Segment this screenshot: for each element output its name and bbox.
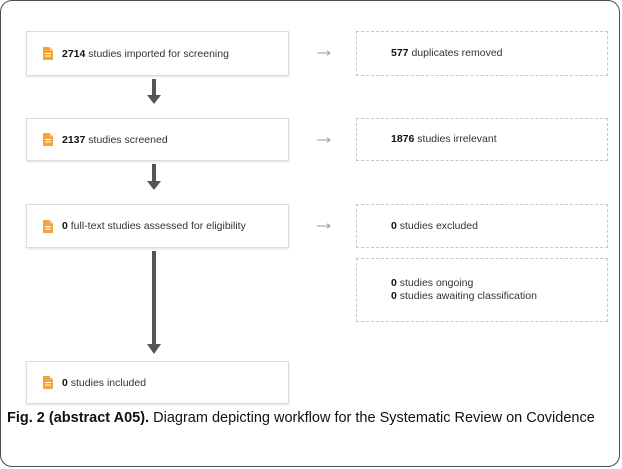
step-screened-count: 2137	[62, 133, 86, 146]
document-icon	[43, 219, 53, 233]
step-imported-label: studies imported for screening	[88, 47, 229, 60]
document-icon	[43, 376, 53, 389]
step-fulltext-box: 0 full-text studies assessed for eligibi…	[26, 204, 289, 248]
outcome-irrelevant-count: 1876	[391, 133, 415, 145]
arrow-right-icon	[317, 50, 331, 56]
outcome-duplicates-label: duplicates removed	[411, 47, 503, 59]
document-icon	[43, 133, 53, 146]
outcome-excluded-label: studies excluded	[399, 219, 478, 232]
outcome-ongoing-count: 0	[391, 277, 397, 289]
outcome-irrelevant-label: studies irrelevant	[417, 133, 497, 145]
caption-text: Diagram depicting workflow for the Syste…	[149, 410, 595, 426]
outcome-awaiting-label: studies awaiting classification	[399, 290, 537, 302]
step-screened-label: studies screened	[88, 133, 168, 146]
step-screened-box: 2137 studies screened	[26, 118, 289, 161]
arrow-down-icon	[147, 164, 161, 190]
outcome-irrelevant-box: 1876 studies irrelevant	[356, 118, 608, 161]
arrow-right-icon	[317, 223, 331, 229]
step-imported-count: 2714	[62, 47, 86, 60]
figure-caption: Fig. 2 (abstract A05). Diagram depicting…	[7, 409, 607, 428]
arrow-down-icon	[147, 79, 161, 104]
step-fulltext-count: 0	[62, 220, 68, 232]
step-fulltext-label: full-text studies assessed for eligibili…	[70, 220, 246, 232]
step-imported-box: 2714 studies imported for screening	[26, 31, 289, 76]
document-icon	[43, 47, 53, 60]
caption-label: Fig. 2 (abstract A05).	[7, 410, 150, 426]
arrow-right-icon	[317, 137, 331, 143]
step-included-label: studies included	[70, 376, 147, 389]
step-included-box: 0 studies included	[26, 361, 289, 404]
arrow-down-icon	[147, 251, 161, 354]
outcome-excluded-box: 0 studies excluded	[356, 204, 608, 248]
outcome-excluded-count: 0	[391, 219, 397, 232]
outcome-duplicates-box: 577 duplicates removed	[356, 31, 608, 76]
outcome-ongoing-label: studies ongoing	[399, 277, 474, 289]
step-included-count: 0	[62, 376, 68, 389]
outcome-awaiting-count: 0	[391, 290, 397, 302]
outcome-ongoing-awaiting-box: 0 studies ongoing 0 studies awaiting cla…	[356, 258, 608, 322]
outcome-duplicates-count: 577	[391, 47, 409, 59]
